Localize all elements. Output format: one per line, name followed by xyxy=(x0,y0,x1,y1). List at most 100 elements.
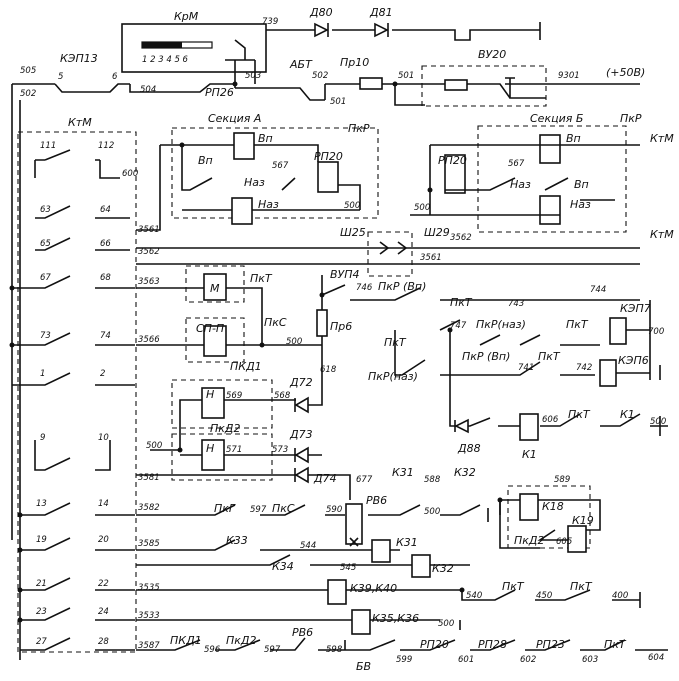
label-rp26: РП26 xyxy=(205,86,234,99)
label-500d: 500 xyxy=(146,441,162,451)
label-20: 20 xyxy=(98,535,109,545)
label-64: 64 xyxy=(100,205,111,215)
label-3582: 3582 xyxy=(138,503,160,513)
label-pkd2c: ПкД2 xyxy=(226,634,257,647)
label-450: 450 xyxy=(536,591,552,601)
right-logic xyxy=(350,287,668,441)
km-controller xyxy=(121,23,267,84)
k18-k19 xyxy=(499,485,601,553)
label-pkt2: ПкТ xyxy=(450,296,473,309)
label-400: 400 xyxy=(612,591,628,601)
label-pkd2b: ПкД2 xyxy=(514,534,545,547)
label-3562a: 3562 xyxy=(138,247,160,257)
label-569: 569 xyxy=(226,391,242,401)
label-pkd1a: ПКД1 xyxy=(230,360,262,373)
label-24: 24 xyxy=(98,607,109,617)
label-km-positions: 1 2 3 4 5 6 xyxy=(142,55,189,65)
label-3533: 3533 xyxy=(138,611,160,621)
label-pkd1b: ПКД1 xyxy=(170,634,202,647)
label-d80: Д80 xyxy=(309,6,333,19)
label-k1a: К1 xyxy=(522,448,537,461)
label-k32a: К32 xyxy=(454,466,476,479)
label-pkr-vp2: ПкР (Вп) xyxy=(462,350,510,363)
label-abt: АБТ xyxy=(289,58,313,71)
label-604: 604 xyxy=(648,653,664,663)
label-10: 10 xyxy=(98,433,109,443)
label-rp20-c: РП20 xyxy=(420,638,449,651)
label-naz-a1: Наз xyxy=(244,176,265,189)
label-3581: 3581 xyxy=(138,473,160,483)
label-rp28: РП28 xyxy=(478,638,507,651)
section-b xyxy=(136,125,640,265)
top-power-line xyxy=(11,83,640,660)
fuse-pr10 xyxy=(359,77,383,90)
label-747: 747 xyxy=(450,321,467,331)
label-rp20-a: РП20 xyxy=(314,150,343,163)
label-500f: 500 xyxy=(424,507,440,517)
label-504: 504 xyxy=(140,85,156,95)
label-rv6a: РВ6 xyxy=(366,494,387,507)
junction-dots xyxy=(9,81,503,623)
label-23: 23 xyxy=(36,607,47,617)
label-pkt9: ПкТ xyxy=(604,638,627,651)
label-19: 19 xyxy=(36,535,47,545)
label-kep7: КЭП7 xyxy=(620,302,651,315)
label-14: 14 xyxy=(98,499,109,509)
label-74: 74 xyxy=(100,331,111,341)
label-h2: Н xyxy=(206,442,214,455)
label-589: 589 xyxy=(554,475,570,485)
label-742: 742 xyxy=(576,363,592,373)
label-540: 540 xyxy=(466,591,482,601)
label-ktm-block: КтМ xyxy=(68,116,92,129)
label-605: 605 xyxy=(556,537,572,547)
label-602: 602 xyxy=(520,655,536,665)
label-d72: Д72 xyxy=(289,376,313,389)
label-vu20: ВУ20 xyxy=(478,48,506,61)
label-601: 601 xyxy=(458,655,474,665)
label-pks1: ПкС xyxy=(264,316,287,329)
label-k33: К33 xyxy=(226,534,248,547)
label-1: 1 xyxy=(40,369,45,379)
label-3563: 3563 xyxy=(138,277,160,287)
label-k31b: К31 xyxy=(396,536,418,549)
vu20-block xyxy=(395,65,547,107)
label-rp20-b: РП20 xyxy=(438,154,467,167)
label-k39-k40: К39,К40 xyxy=(350,582,397,595)
label-567a: 567 xyxy=(272,161,289,171)
label-ktm-out1: КтМ xyxy=(650,132,674,145)
label-d88: Д88 xyxy=(457,442,481,455)
label-739: 739 xyxy=(262,17,278,27)
label-pr10: Пр10 xyxy=(340,56,369,69)
label-112: 112 xyxy=(98,141,114,151)
label-500c: 500 xyxy=(286,337,302,347)
label-m: М xyxy=(210,282,220,295)
label-573: 573 xyxy=(272,445,288,455)
label-pkr-vp1: ПкР (Вп) xyxy=(378,280,426,293)
label-596: 596 xyxy=(204,645,221,655)
label-rv6b: РВ6 xyxy=(292,626,313,639)
label-pkt8: ПкТ xyxy=(570,580,593,593)
label-k35-k36: К35,К36 xyxy=(372,612,419,625)
label-pkt6: ПкТ xyxy=(568,408,591,421)
label-k19: К19 xyxy=(572,514,594,527)
bottom-rungs xyxy=(136,500,668,651)
label-vup4: ВУП4 xyxy=(330,268,360,281)
label-pkd2a: ПкД2 xyxy=(210,422,241,435)
label-743: 743 xyxy=(508,299,524,309)
label-2: 2 xyxy=(100,369,105,379)
label-3587: 3587 xyxy=(138,641,160,651)
label-pkt7: ПкТ xyxy=(502,580,525,593)
label-3585: 3585 xyxy=(138,539,160,549)
label-pkt3: ПкТ xyxy=(566,318,589,331)
label-pkt1: ПкТ xyxy=(250,272,273,285)
label-naz-b2: Наз xyxy=(570,198,591,211)
label-603: 603 xyxy=(582,655,598,665)
label-65: 65 xyxy=(40,239,51,249)
section-a xyxy=(136,127,379,231)
label-d73: Д73 xyxy=(289,428,313,441)
label-599: 599 xyxy=(396,655,412,665)
label-pkt5: ПкТ xyxy=(538,350,561,363)
label-pr6: Пр6 xyxy=(330,320,352,333)
label-111: 111 xyxy=(40,141,56,151)
label-vp-a2: Вп xyxy=(198,154,213,167)
